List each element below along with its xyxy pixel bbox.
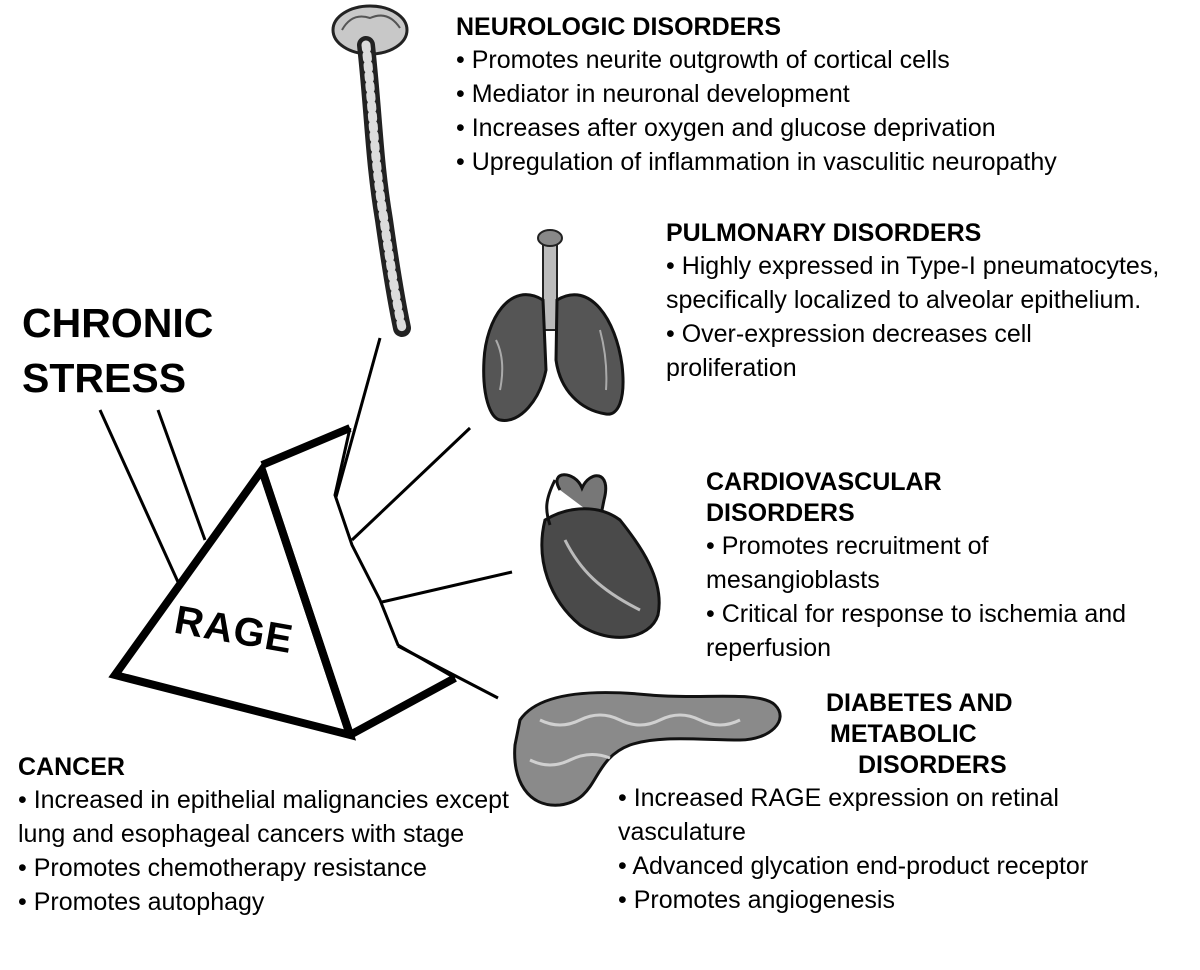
rage-pyramid — [108, 424, 457, 741]
diabetes-title-line-3: DISORDERS — [858, 751, 1007, 779]
chronic-stress-line-1: CHRONIC — [22, 300, 214, 346]
lungs-icon — [482, 229, 625, 422]
pulmonary-item-1: • Highly expressed in Type-I pneumatocyt… — [666, 252, 1160, 314]
cardiovascular-disorders-section: CARDIOVASCULAR DISORDERS • Promotes recr… — [706, 467, 1166, 665]
diabetes-title-block: DIABETES AND METABOLIC DISORDERS — [826, 688, 1188, 781]
neurologic-item-1: • Promotes neurite outgrowth of cortical… — [456, 46, 950, 74]
pancreas-icon — [513, 691, 782, 807]
diabetes-title-line-2: METABOLIC — [830, 720, 977, 748]
neurologic-disorders-title: NEUROLOGIC DISORDERS — [456, 13, 782, 41]
neurologic-disorders-section: NEUROLOGIC DISORDERS • Promotes neurite … — [456, 12, 1176, 179]
stress-connector-2 — [156, 409, 207, 541]
pulmonary-item-2: • Over-expression decreases cell prolife… — [666, 320, 1032, 382]
cancer-title: CANCER — [18, 753, 125, 781]
neuro-connector — [334, 337, 382, 498]
diabetes-item-2: • Advanced glycation end-product recepto… — [618, 852, 1089, 880]
pulmonary-disorders-section: PULMONARY DISORDERS • Highly expressed i… — [666, 218, 1166, 385]
pulmonary-disorders-title: PULMONARY DISORDERS — [666, 219, 982, 247]
diabetes-connector — [397, 644, 499, 700]
neurologic-item-3: • Increases after oxygen and glucose dep… — [456, 114, 996, 142]
chronic-stress-line-2: STRESS — [22, 355, 187, 401]
cardiovascular-item-2: • Critical for response to ischemia and … — [706, 600, 1127, 662]
chronic-stress-label: CHRONIC STRESS — [22, 296, 213, 406]
heart-icon — [540, 473, 661, 639]
pulm-connector — [350, 426, 472, 542]
neurologic-item-2: • Mediator in neuronal development — [456, 80, 850, 108]
spinal-cord-brain-icon — [331, 4, 411, 337]
cardiovascular-title-line-2: DISORDERS — [706, 499, 855, 527]
diabetes-title-line-1: DIABETES AND — [826, 689, 1013, 717]
cancer-section: CANCER • Increased in epithelial maligna… — [18, 752, 518, 919]
diabetes-item-1: • Increased RAGE expression on retinal v… — [618, 784, 1059, 846]
neurologic-item-4: • Upregulation of inflammation in vascul… — [456, 148, 1057, 176]
cardio-connector — [381, 570, 513, 604]
diabetes-metabolic-section: DIABETES AND METABOLIC DISORDERS • Incre… — [618, 688, 1188, 917]
cancer-item-2: • Promotes chemotherapy resistance — [18, 854, 427, 882]
cancer-item-1: • Increased in epithelial malignancies e… — [18, 786, 509, 848]
diabetes-item-3: • Promotes angiogenesis — [618, 886, 895, 914]
cancer-item-3: • Promotes autophagy — [18, 888, 265, 916]
stress-connector-1 — [98, 409, 180, 583]
cardiovascular-title-line-1: CARDIOVASCULAR — [706, 468, 942, 496]
cardiovascular-item-1: • Promotes recruitment of mesangioblasts — [706, 532, 989, 594]
